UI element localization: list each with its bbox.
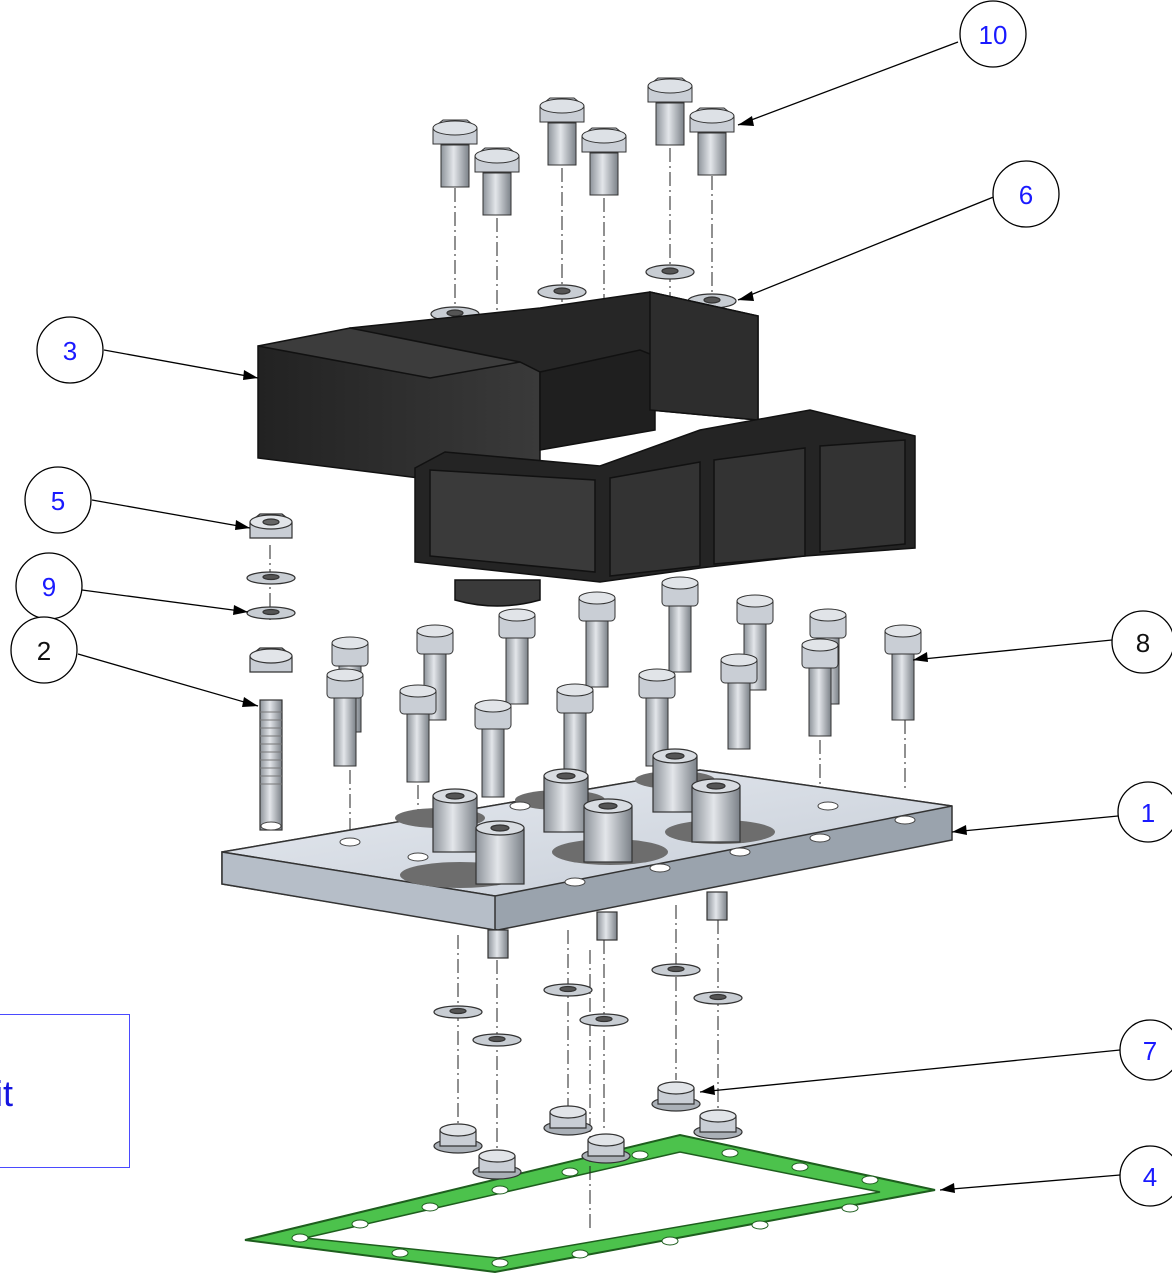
terminal-cover	[257, 291, 916, 607]
balloon-1: 1	[1117, 781, 1172, 843]
cap-screws	[326, 576, 922, 798]
svg-text:8: 8	[1136, 628, 1150, 658]
svg-text:5: 5	[51, 486, 65, 516]
kit-label-box: it	[0, 1014, 130, 1168]
balloon-3: 3	[36, 316, 104, 384]
balloon-4: 4	[1119, 1145, 1172, 1207]
leader-arrowheads	[233, 116, 967, 1193]
svg-text:10: 10	[979, 20, 1008, 50]
svg-text:1: 1	[1141, 798, 1155, 828]
svg-text:2: 2	[37, 636, 51, 666]
centerlines	[269, 148, 906, 1230]
top-hex-bolts	[432, 77, 735, 216]
balloon-9: 9	[15, 552, 83, 620]
balloon-6: 6	[992, 160, 1060, 228]
svg-text:4: 4	[1143, 1162, 1157, 1192]
svg-text:3: 3	[63, 336, 77, 366]
balloon-5: 5	[24, 466, 92, 534]
svg-text:9: 9	[42, 572, 56, 602]
svg-text:6: 6	[1019, 180, 1033, 210]
balloon-10: 10	[959, 0, 1027, 68]
bottom-washers	[433, 963, 743, 1047]
stud-stack	[246, 513, 296, 831]
flange-nuts	[433, 1081, 743, 1180]
leader-lines	[77, 41, 1121, 1191]
kit-label: it	[0, 1073, 13, 1114]
svg-text:7: 7	[1143, 1036, 1157, 1066]
standoffs	[432, 748, 741, 959]
balloon-7: 7	[1119, 1019, 1172, 1081]
balloon-8: 8	[1111, 610, 1172, 674]
balloon-2: 2	[10, 616, 78, 684]
